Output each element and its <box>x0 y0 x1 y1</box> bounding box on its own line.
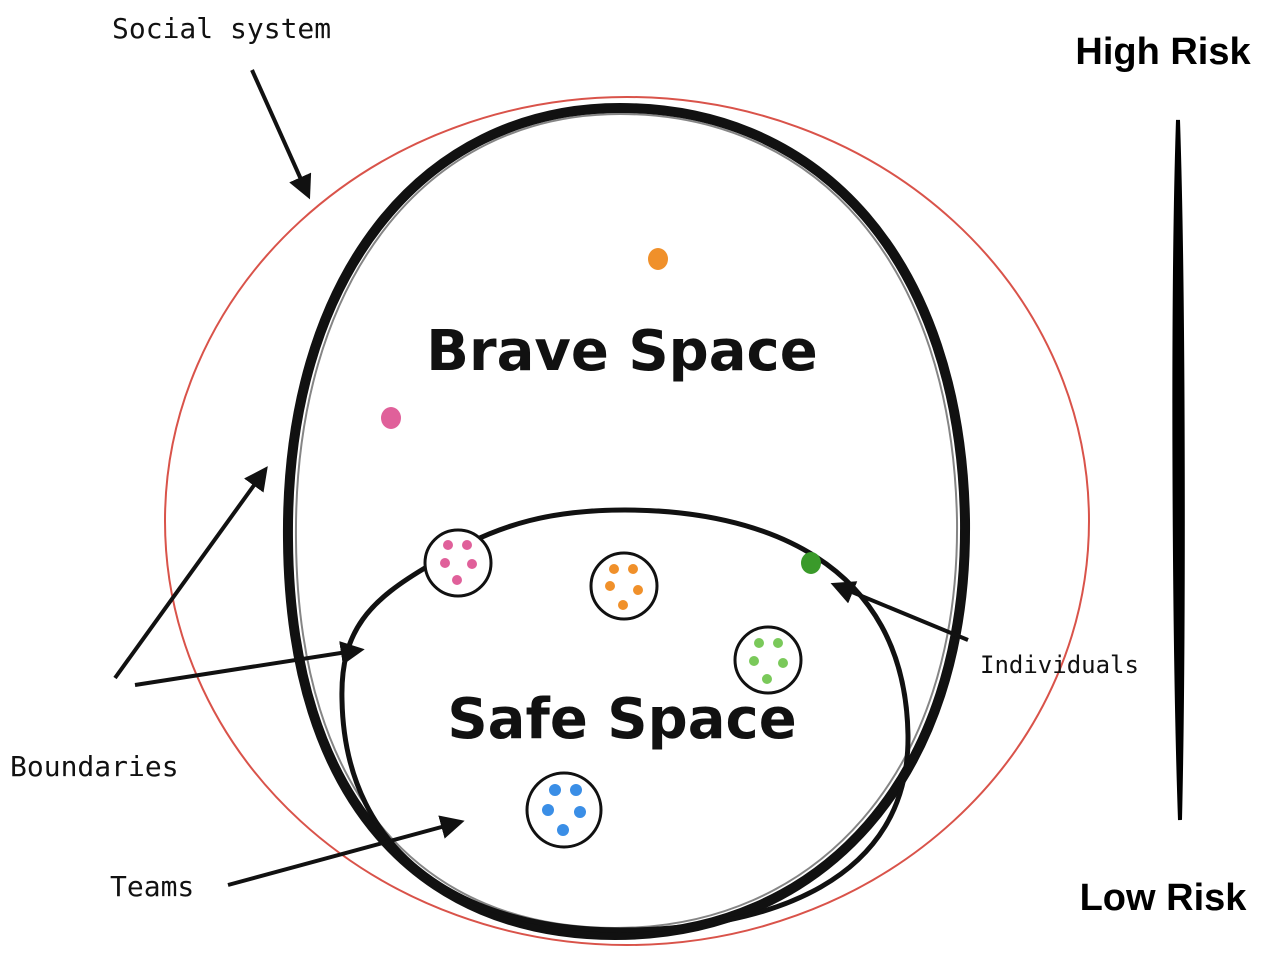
team-pink <box>423 528 493 598</box>
team-blue <box>525 771 603 849</box>
individuals-label: Individuals <box>980 651 1139 679</box>
brave-space-boundary-sketch <box>294 112 959 930</box>
safe-space-label: Safe Space <box>447 687 796 752</box>
safe-space-boundary <box>339 507 911 933</box>
individual-green <box>801 552 821 574</box>
individual-orange <box>648 248 668 270</box>
team-orange <box>589 551 659 621</box>
low-risk-label: Low Risk <box>1080 877 1248 919</box>
social-system-label: Social system <box>112 12 331 45</box>
teams-label: Teams <box>110 870 194 903</box>
individuals-arrow <box>830 581 969 642</box>
social-system-arrow <box>250 69 312 200</box>
boundary-arrow-safe <box>134 641 365 687</box>
teams-arrow <box>227 815 465 887</box>
social-system-ring <box>164 96 1090 946</box>
team-green <box>733 625 803 695</box>
boundary-arrow-brave <box>113 466 268 680</box>
brave-space-label: Brave Space <box>426 319 817 384</box>
brave-space-boundary <box>282 102 971 941</box>
individual-pink <box>381 407 401 429</box>
risk-scale-bar <box>1172 119 1185 821</box>
high-risk-label: High Risk <box>1075 31 1251 73</box>
boundaries-label: Boundaries <box>10 750 179 783</box>
